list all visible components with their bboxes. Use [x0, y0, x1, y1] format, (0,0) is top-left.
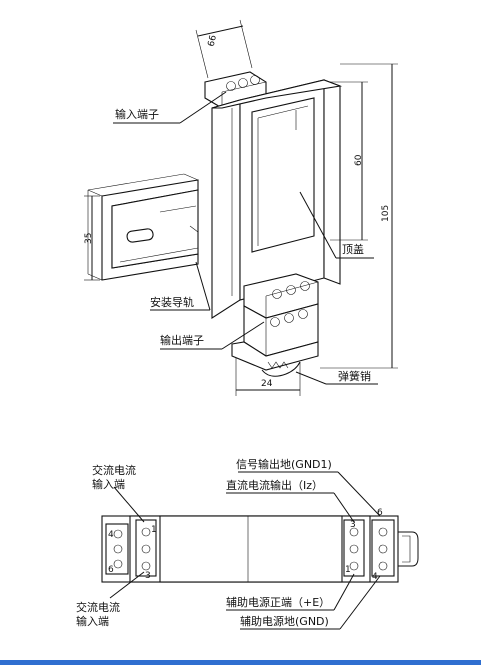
din-rail: [87, 173, 199, 281]
aux-power-pos-label: 辅助电源正端（+E）: [226, 595, 330, 609]
dimension-depth: 66: [207, 34, 219, 48]
wiring-diagram: 4 6 1 3 3 1 6 4 交流电流 输入端 交流电流 输入端 信号输出地(…: [76, 457, 419, 630]
dc-output-label: 直流电流输出（Iz）: [226, 478, 323, 492]
ac-input-bottom-line2: 输入端: [76, 614, 109, 628]
pin-right-outer-bottom: 4: [372, 572, 378, 582]
pin-right-inner-bottom: 1: [345, 565, 351, 575]
wiring-leader-lines: [109, 471, 381, 630]
mounting-rail-label: 安装导轨: [150, 295, 194, 309]
dimension-total-height: 105: [381, 205, 391, 222]
pin-left-inner-top: 1: [151, 525, 157, 535]
signal-gnd-label: 信号输出地(GND1): [236, 457, 332, 471]
dimension-rail-height: 35: [84, 233, 94, 244]
module-isometric-drawing: 输入端子 安装导轨 输出端子 顶盖 弹簧销 66 35 60 105 24: [84, 19, 398, 396]
ac-input-bottom-line1: 交流电流: [76, 600, 120, 614]
aux-power-gnd-label: 辅助电源地(GND): [240, 614, 329, 628]
pin-left-inner-bottom: 3: [145, 571, 151, 581]
pin-right-inner-top: 3: [350, 520, 356, 530]
bottom-rule: [0, 660, 481, 665]
top-cover-label: 顶盖: [342, 242, 364, 256]
spring-pin-label: 弹簧销: [338, 369, 371, 383]
pin-right-outer-top: 6: [377, 508, 383, 518]
ac-input-top-line2: 输入端: [92, 477, 125, 491]
dimension-cover-height: 60: [354, 154, 364, 166]
dimension-width: 24: [261, 379, 273, 389]
module-body: [204, 71, 343, 377]
leader-lines: [113, 91, 378, 385]
input-terminal-label: 输入端子: [115, 107, 159, 121]
pin-left-outer-bottom: 6: [108, 565, 114, 575]
ac-input-top-line1: 交流电流: [92, 463, 136, 477]
pin-left-outer-top: 4: [108, 530, 114, 540]
output-terminal-label: 输出端子: [160, 333, 204, 347]
dimension-lines: [84, 19, 398, 396]
